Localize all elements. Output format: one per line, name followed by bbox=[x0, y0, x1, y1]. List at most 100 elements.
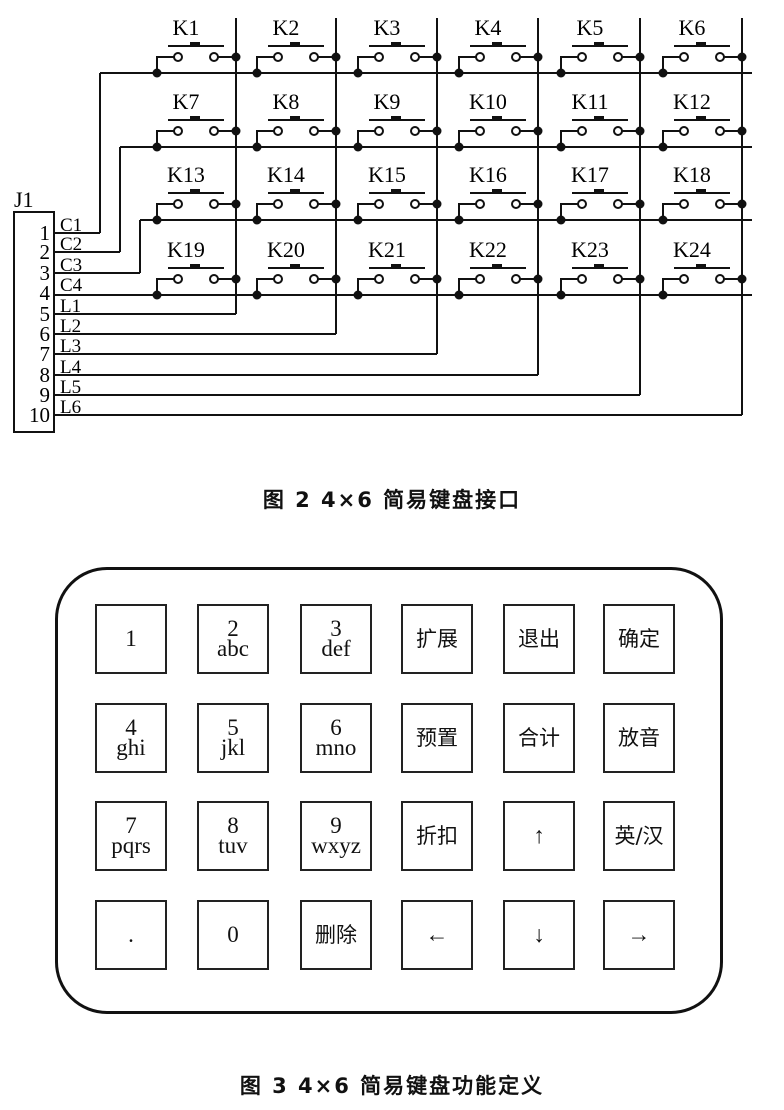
switch-contact bbox=[715, 274, 725, 284]
switch-contact bbox=[679, 126, 689, 136]
switch-contact bbox=[173, 52, 183, 62]
key-digit: 2 bbox=[227, 616, 239, 641]
switch-button bbox=[696, 116, 706, 120]
keypad-key[interactable]: 退出 bbox=[503, 604, 575, 674]
keypad-key[interactable]: 1 bbox=[95, 604, 167, 674]
junction-dot bbox=[635, 52, 645, 62]
switch-label: K18 bbox=[673, 162, 711, 187]
pin-number: 3 bbox=[40, 261, 51, 285]
keypad-key[interactable]: 折扣 bbox=[401, 801, 473, 871]
key-label: ghi bbox=[116, 735, 146, 760]
keypad-key[interactable]: 合计 bbox=[503, 703, 575, 773]
switch-contact bbox=[715, 199, 725, 209]
junction-dot bbox=[231, 52, 241, 62]
key-label: → bbox=[627, 922, 651, 947]
keypad-key[interactable]: ↓ bbox=[503, 900, 575, 970]
switch-button bbox=[696, 42, 706, 46]
switch-contact bbox=[577, 126, 587, 136]
switch-lead bbox=[357, 203, 375, 220]
junction-dot bbox=[737, 274, 747, 284]
key-digit: 4 bbox=[125, 715, 137, 740]
switch-label: K10 bbox=[469, 89, 507, 114]
switch-contact bbox=[173, 199, 183, 209]
switch-button bbox=[290, 264, 300, 268]
keypad-key[interactable]: 英/汉 bbox=[603, 801, 675, 871]
switch-contact bbox=[309, 52, 319, 62]
key-digit: 7 bbox=[125, 813, 137, 838]
switch-button bbox=[492, 116, 502, 120]
junction-dot bbox=[737, 126, 747, 136]
pin-signal-label: L1 bbox=[60, 296, 81, 317]
pin-signal-label: L5 bbox=[60, 377, 81, 398]
switch-label: K9 bbox=[374, 89, 401, 114]
junction-dot bbox=[432, 199, 442, 209]
figure-3-caption: 图 3 4×6 简易键盘功能定义 bbox=[239, 1074, 545, 1098]
switch-lead bbox=[458, 56, 476, 73]
switch-contact bbox=[577, 52, 587, 62]
switch-contact bbox=[374, 199, 384, 209]
key-digit: 5 bbox=[227, 715, 239, 740]
pin-number: 9 bbox=[40, 383, 51, 407]
switch-lead bbox=[357, 130, 375, 147]
junction-dot bbox=[432, 274, 442, 284]
key-label: ↓ bbox=[533, 922, 545, 947]
switch-lead bbox=[458, 130, 476, 147]
keypad-key[interactable]: → bbox=[603, 900, 675, 970]
keypad-key[interactable]: 确定 bbox=[603, 604, 675, 674]
switch-label: K5 bbox=[577, 15, 604, 40]
switch-lead bbox=[662, 278, 680, 295]
key-label: 扩展 bbox=[416, 627, 458, 651]
switch-contact bbox=[209, 52, 219, 62]
keypad-key[interactable]: 放音 bbox=[603, 703, 675, 773]
switch-label: K6 bbox=[679, 15, 706, 40]
keypad-key[interactable]: 预置 bbox=[401, 703, 473, 773]
junction-dot bbox=[331, 199, 341, 209]
switch-label: K7 bbox=[173, 89, 200, 114]
junction-dot bbox=[635, 199, 645, 209]
junction-dot bbox=[635, 126, 645, 136]
switch-label: K15 bbox=[368, 162, 406, 187]
key-digit: 3 bbox=[330, 616, 342, 641]
switch-button bbox=[492, 264, 502, 268]
switch-lead bbox=[662, 130, 680, 147]
keypad-key[interactable]: 扩展 bbox=[401, 604, 473, 674]
switch-button bbox=[190, 42, 200, 46]
keypad-key[interactable]: 删除 bbox=[300, 900, 372, 970]
switch-contact bbox=[475, 126, 485, 136]
keypad-key[interactable]: ↑ bbox=[503, 801, 575, 871]
pin-signal-label: L4 bbox=[60, 357, 82, 378]
switch-contact bbox=[209, 274, 219, 284]
key-label: abc bbox=[217, 636, 249, 661]
keypad-key[interactable]: ← bbox=[401, 900, 473, 970]
pin-signal-label: C4 bbox=[60, 275, 83, 296]
switch-contact bbox=[309, 199, 319, 209]
switch-lead bbox=[256, 278, 274, 295]
junction-dot bbox=[432, 126, 442, 136]
switch-button bbox=[696, 264, 706, 268]
switch-label: K23 bbox=[571, 237, 609, 262]
switch-lead bbox=[156, 130, 174, 147]
figure-2-caption: 图 2 4×6 简易键盘接口 bbox=[262, 488, 522, 512]
keypad-key[interactable]: . bbox=[95, 900, 167, 970]
switch-button bbox=[391, 42, 401, 46]
switch-button bbox=[391, 189, 401, 193]
keypad-key[interactable]: 0 bbox=[197, 900, 269, 970]
switch-contact bbox=[309, 126, 319, 136]
switch-button bbox=[290, 189, 300, 193]
pin-signal-label: L3 bbox=[60, 336, 81, 357]
switch-contact bbox=[577, 199, 587, 209]
switch-contact bbox=[273, 274, 283, 284]
pin-number: 5 bbox=[40, 302, 51, 326]
switch-button bbox=[290, 42, 300, 46]
switch-label: K4 bbox=[475, 15, 502, 40]
switch-label: K3 bbox=[374, 15, 401, 40]
switch-contact bbox=[209, 199, 219, 209]
